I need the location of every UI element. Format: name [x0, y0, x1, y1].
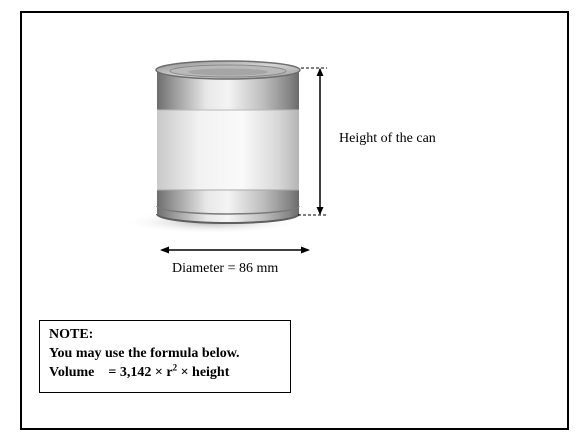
diameter-arrow-left-head — [160, 246, 169, 254]
can-label-band — [157, 110, 299, 190]
height-label: Height of the can — [339, 131, 436, 146]
height-arrow-up-head — [316, 68, 324, 76]
formula-rhs-a: = 3,142 × r — [108, 365, 173, 380]
formula-lhs: Volume — [49, 365, 95, 380]
volume-formula: Volume = 3,142 × r2 × height — [49, 363, 290, 382]
note-box: NOTE: You may use the formula below. Vol… — [39, 320, 291, 393]
note-line: You may use the formula below. — [49, 346, 240, 361]
outer-frame — [20, 11, 569, 430]
note-title: NOTE: — [49, 327, 94, 342]
diameter-arrow-right-head — [301, 246, 310, 254]
diameter-label: Diameter = 86 mm — [172, 261, 279, 276]
formula-rhs-b: × height — [177, 365, 230, 380]
formula-exponent: 2 — [172, 362, 178, 373]
height-arrow-down-head — [316, 207, 324, 215]
